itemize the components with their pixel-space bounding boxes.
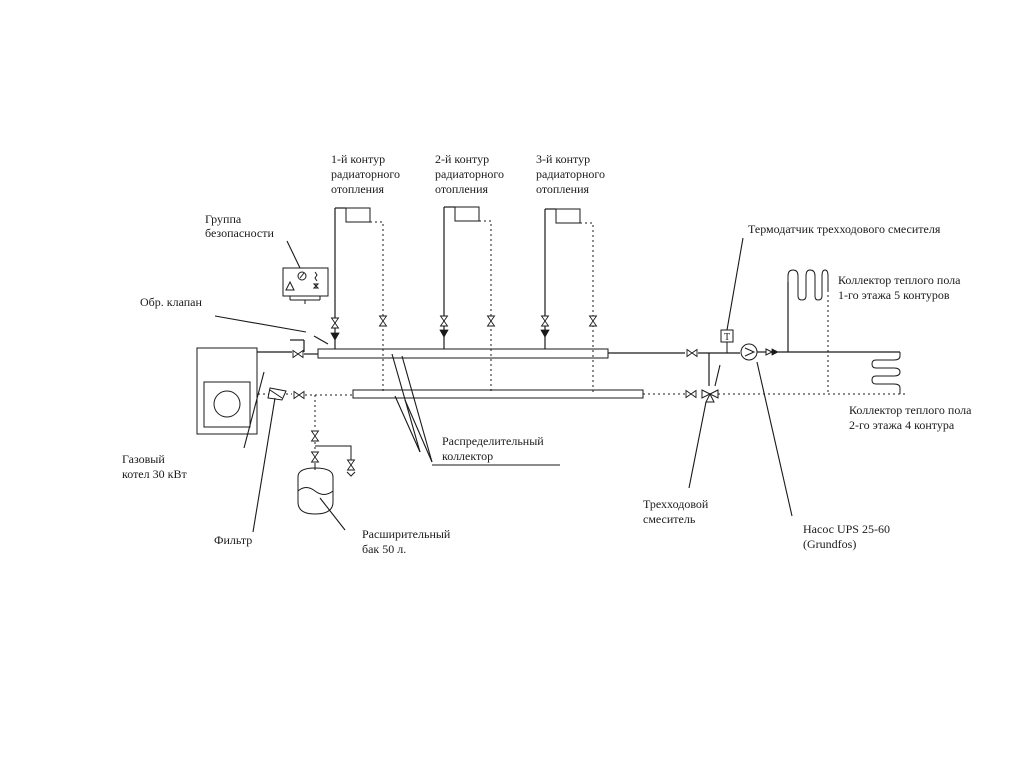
label-check-valve: Обр. клапан (140, 295, 203, 309)
label-floor-1: Коллектор теплого пола 1-го этажа 5 конт… (838, 273, 964, 302)
radiator-circuit-1 (330, 207, 387, 394)
safety-group (282, 267, 329, 304)
radiator-circuit-3 (540, 208, 597, 394)
label-manifold: Распределительный коллектор (442, 434, 547, 463)
label-expansion-tank: Расширительный бак 50 л. (362, 527, 453, 556)
label-circuit-2: 2-й контур радиаторного отопления (435, 152, 507, 196)
floor-1-loops (787, 269, 829, 301)
return-line (258, 387, 353, 401)
label-boiler: Газовый котел 30 кВт (122, 452, 187, 481)
expansion-tank (297, 395, 356, 515)
floor-2-loops (871, 352, 901, 394)
label-sensor: Термодатчик трехходового смесителя (748, 222, 941, 236)
label-circuit-3: 3-й контур радиаторного отопления (536, 152, 608, 196)
label-mixer: Трехходовой смеситель (643, 497, 711, 526)
label-pump: Насос UPS 25-60 (Grundfos) (803, 522, 893, 551)
sensor-symbol: T (724, 332, 730, 343)
return-manifold (352, 389, 644, 399)
label-circuit-1: 1-й контур радиаторного отопления (331, 152, 403, 196)
label-floor-2: Коллектор теплого пола 2-го этажа 4 конт… (849, 403, 975, 432)
leader-lines (214, 237, 793, 533)
supply-line (257, 339, 318, 358)
radiator-circuit-2 (439, 206, 495, 394)
gas-boiler (196, 347, 258, 435)
underfloor-supply: T (608, 282, 900, 386)
supply-manifold (317, 348, 609, 359)
label-filter: Фильтр (214, 533, 252, 547)
underfloor-return (643, 290, 905, 403)
label-safety-group: Группа безопасности (205, 212, 274, 240)
filter-symbol (267, 387, 287, 401)
